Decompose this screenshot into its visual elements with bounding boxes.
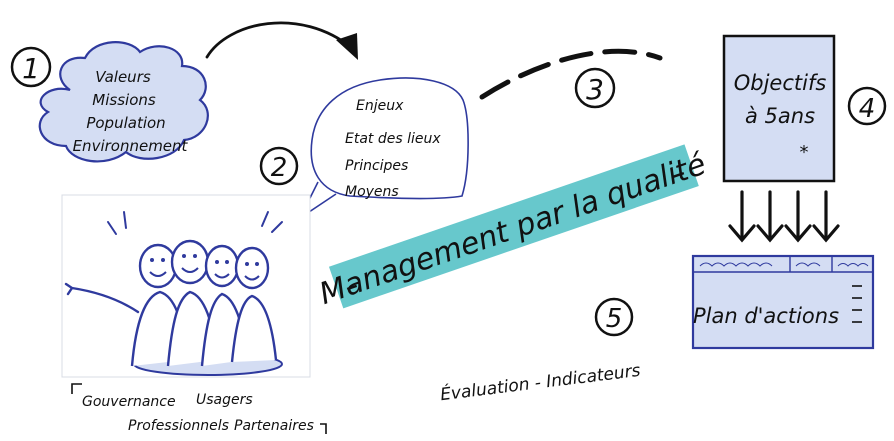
bubble-line-principes: Principes [345, 158, 408, 174]
step-5-label: 5 [606, 304, 623, 334]
bubble-line-moyens: Moyens [345, 184, 399, 200]
step-4-label: 4 [859, 94, 876, 124]
step-3-label: 3 [586, 73, 604, 106]
action-plan-window [691, 254, 875, 350]
step-2-marker: 2 [259, 146, 299, 186]
values-cloud [38, 41, 209, 163]
stakeholder-professionnels: Professionnels [128, 418, 229, 434]
step-5-marker: 5 [594, 297, 634, 337]
stakeholders-bracket [71, 383, 327, 434]
cloud-line-population: Population [86, 114, 165, 132]
star-icon: * [800, 142, 809, 163]
bubble-line-etat-des-lieux: Etat des lieux [345, 131, 441, 147]
step-4-marker: 4 [847, 86, 887, 126]
down-arrows-icon [728, 190, 840, 243]
step-2-label: 2 [271, 153, 288, 183]
bubble-line-enjeux: Enjeux [356, 98, 404, 114]
objectives-line-1: Objectifs [734, 71, 827, 95]
stakeholder-partenaires: Partenaires [234, 418, 314, 434]
cloud-line-environnement: Environnement [73, 137, 189, 155]
dashed-arrow-icon [479, 48, 663, 100]
people-group-icon [61, 194, 311, 378]
cloud-line-valeurs: Valeurs [95, 68, 151, 86]
action-plan-title: Plan d'actions [693, 304, 839, 328]
step-3-marker: 3 [574, 67, 616, 109]
stakeholder-gouvernance: Gouvernance [82, 394, 176, 410]
stakeholder-usagers: Usagers [196, 392, 253, 408]
objectives-line-2: à 5ans [745, 104, 815, 128]
arrow-icon [205, 21, 358, 60]
step-1-marker: 1 [10, 46, 52, 88]
objectives-document [722, 34, 836, 183]
evaluation-text: Évaluation - Indicateurs [439, 359, 642, 405]
step-1-label: 1 [22, 52, 40, 85]
cloud-line-missions: Missions [92, 91, 156, 109]
